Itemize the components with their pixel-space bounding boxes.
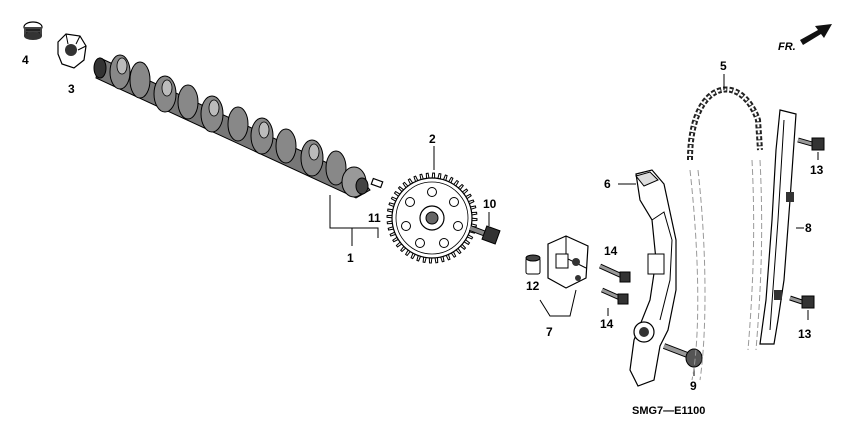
callout-1: 1 [347,251,354,265]
callout-9: 9 [690,379,697,393]
callout-1-leader [329,195,379,238]
part-5-cam-chain [687,86,763,381]
front-direction-arrow: FR. [778,24,832,53]
part-3-pulse-plate [57,33,87,69]
part-7-auto-tensioner [547,235,589,289]
callout-2: 2 [429,132,436,146]
part-11-dowel-pin [370,177,384,189]
part-6-tensioner-arm [629,169,677,387]
part-14-upper-bolt [598,263,631,283]
diagram-reference-code: SMG7—E1100 [632,405,705,417]
callout-3: 3 [68,82,75,96]
callout-6: 6 [604,177,611,191]
part-8-chain-guide [759,109,797,345]
callout-14-upper: 14 [604,244,618,258]
callout-4: 4 [22,53,29,67]
direction-label: FR. [778,41,796,53]
part-10-sprocket-bolt [468,225,501,245]
callout-7-leader [539,289,577,317]
part-4-plug-bolt [23,21,43,40]
callout-7: 7 [546,325,553,339]
part-2-cam-sprocket [386,172,478,264]
part-13-upper-bolt [797,137,825,151]
part-14-lower-bolt [600,287,629,305]
part-13-lower-bolt [789,295,815,309]
callout-10: 10 [483,197,497,211]
part-12-tensioner-plunger [525,254,541,275]
callout-14-lower: 14 [600,317,614,331]
callout-8: 8 [805,221,812,235]
callout-12: 12 [526,279,540,293]
callout-13-lower: 13 [798,327,812,341]
callout-13-upper: 13 [810,163,824,177]
part-9-pivot-bolt [662,343,703,368]
part-1-camshaft [93,54,371,199]
callout-5: 5 [720,59,727,73]
callout-11: 11 [368,211,381,225]
